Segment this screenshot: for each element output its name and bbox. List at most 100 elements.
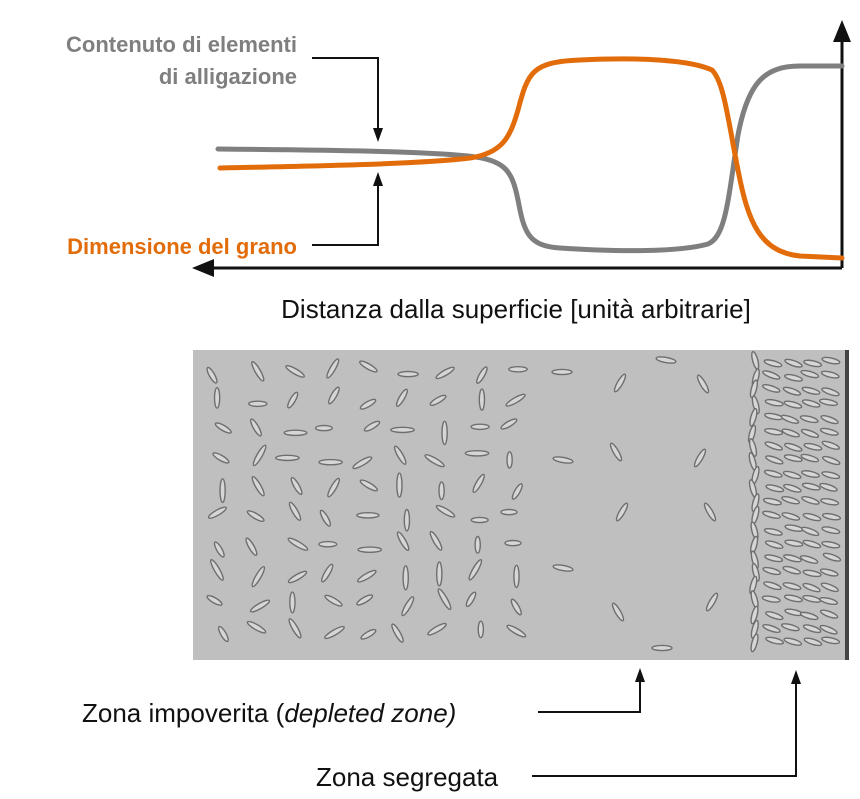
precipitate-particle: [750, 605, 759, 625]
precipitate-particle: [783, 554, 802, 563]
precipitate-particle: [283, 429, 308, 437]
precipitate-particle: [762, 566, 782, 576]
precipitate-particle: [464, 449, 490, 457]
precipitate-particle: [363, 420, 381, 432]
precipitate-particle: [693, 448, 707, 468]
precipitate-particle: [327, 477, 341, 498]
precipitate-particle: [750, 619, 759, 639]
precipitate-particle: [784, 358, 803, 368]
precipitate-particle: [820, 414, 839, 425]
precipitate-particle: [403, 508, 411, 532]
precipitate-particle: [762, 497, 782, 506]
precipitate-particle: [477, 620, 485, 639]
precipitate-particle: [749, 407, 758, 427]
precipitate-particle: [613, 373, 627, 393]
precipitate-particle: [761, 595, 781, 603]
precipitate-particle: [356, 512, 380, 519]
precipitate-particle: [465, 591, 477, 608]
precipitate-particle: [470, 423, 490, 431]
precipitate-particle: [782, 386, 802, 396]
precipitate-particle: [213, 541, 225, 558]
precipitate-particle: [803, 359, 823, 368]
precipitate-particle: [551, 368, 573, 376]
precipitate-particle: [206, 594, 223, 606]
precipitate-particle: [252, 444, 267, 467]
precipitate-particle: [751, 562, 760, 582]
precipitate-particle: [356, 594, 374, 606]
precipitate-particle: [395, 388, 408, 408]
precipitate-particle: [801, 386, 821, 395]
precipitate-particle: [472, 473, 485, 494]
precipitate-particle: [287, 537, 309, 551]
precipitate-particle: [615, 502, 629, 522]
segregated-zone-label: Zona segregata: [316, 762, 499, 792]
precipitate-particle: [246, 620, 267, 634]
precipitate-particle: [780, 623, 800, 632]
precipitate-particle: [437, 588, 452, 611]
precipitate-particle: [821, 540, 841, 549]
precipitate-particle: [318, 540, 338, 548]
precipitate-particle: [821, 455, 841, 466]
precipitate-particle: [821, 526, 841, 535]
precipitate-particle: [820, 370, 840, 379]
alloy-content-label-line2: di alligazione: [159, 64, 297, 89]
precipitate-particle: [705, 592, 719, 612]
precipitate-particle: [819, 624, 838, 635]
precipitate-particle: [822, 552, 842, 562]
alloy-label-arrowhead: [373, 128, 383, 142]
precipitate-particle: [802, 539, 822, 549]
precipitate-particle: [360, 628, 377, 640]
precipitate-particle: [401, 596, 415, 617]
precipitate-particle: [500, 418, 518, 430]
grain-size-curve: [217, 56, 845, 261]
segregated-zone-arrowhead: [791, 670, 801, 684]
precipitate-particle: [763, 527, 783, 536]
precipitate-particle: [245, 537, 258, 556]
precipitate-particle: [438, 481, 445, 501]
precipitate-particle: [249, 418, 263, 437]
precipitate-particle: [801, 482, 821, 491]
precipitate-particle: [782, 565, 802, 575]
precipitate-particle: [290, 476, 303, 496]
precipitate-particle: [326, 358, 340, 379]
precipitate-particle: [476, 366, 488, 384]
precipitate-particle: [288, 501, 302, 521]
precipitate-particle: [784, 373, 803, 382]
precipitate-particle: [324, 625, 345, 640]
precipitate-particle: [478, 388, 486, 411]
precipitate-particle: [801, 470, 820, 478]
precipitate-particle: [441, 420, 448, 446]
y-axis-arrowhead: [833, 20, 851, 42]
precipitate-particle: [246, 510, 265, 523]
precipitate-particle: [821, 440, 841, 450]
precipitate-particle: [821, 512, 842, 521]
precipitate-particle: [764, 398, 784, 407]
precipitate-particle: [506, 624, 527, 638]
precipitate-particle: [751, 395, 760, 415]
precipitate-particle: [801, 399, 821, 408]
precipitate-particle: [321, 563, 334, 583]
precipitate-particle: [288, 618, 302, 639]
precipitate-particle: [251, 565, 266, 588]
precipitate-particle: [802, 624, 822, 634]
precipitate-particle: [359, 479, 379, 492]
precipitate-particle: [764, 540, 784, 550]
precipitate-particle: [781, 495, 800, 505]
alloy-content-curve: [215, 63, 845, 254]
precipitate-particle: [505, 393, 526, 407]
precipitate-particle: [783, 483, 802, 493]
precipitate-particle: [821, 471, 841, 480]
precipitate-particle: [819, 609, 839, 619]
precipitate-particle: [356, 569, 377, 583]
precipitate-particle: [765, 611, 784, 621]
precipitate-particle: [435, 504, 456, 518]
precipitate-particle: [763, 359, 783, 368]
precipitate-particle: [508, 365, 528, 373]
precipitate-particle: [801, 495, 820, 505]
depleted-zone-leader: [538, 680, 641, 713]
precipitate-particle: [764, 428, 784, 436]
precipitate-particle: [799, 611, 819, 621]
precipitate-particle: [396, 531, 410, 552]
precipitate-particle: [352, 456, 373, 470]
x-axis-title: Distanza dalla superficie [unità arbitra…: [281, 294, 751, 324]
